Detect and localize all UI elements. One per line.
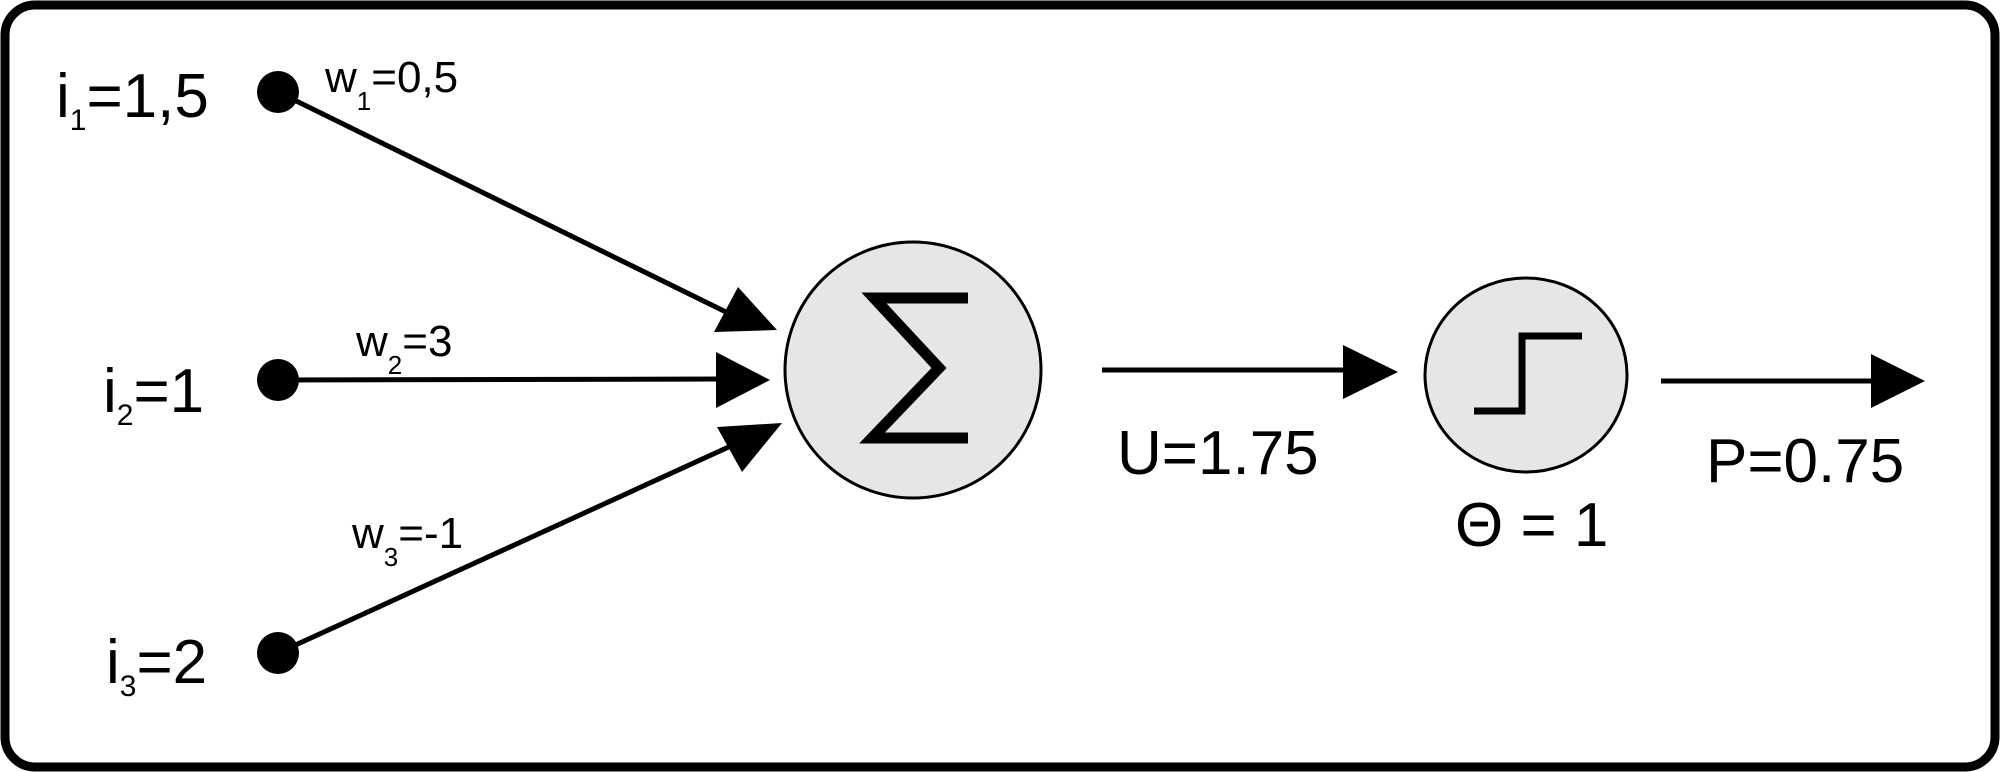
final-output-arrowhead	[1871, 354, 1925, 408]
summation-node	[783, 240, 1043, 500]
final-output-label: P=0.75	[1706, 427, 1904, 496]
weight-1-label: w1=0,5	[324, 53, 458, 116]
input-2: i2=1 w2=3	[103, 317, 770, 432]
input-3-arrowhead	[717, 423, 782, 472]
input-1-arrowhead	[714, 287, 777, 332]
sum-output: U=1.75	[1102, 345, 1398, 488]
final-output: P=0.75	[1661, 354, 1925, 496]
step-function-icon	[1474, 332, 1582, 415]
input-1: i1=1,5 w1=0,5	[56, 53, 777, 332]
input-3-edge	[276, 442, 735, 656]
input-2-label: i2=1	[103, 357, 204, 432]
input-1-edge	[276, 89, 730, 316]
sum-output-arrowhead	[1343, 345, 1398, 399]
activation-node: Θ = 1	[1423, 276, 1629, 560]
weight-3-label: w3=-1	[351, 509, 463, 572]
sum-output-label: U=1.75	[1117, 419, 1319, 488]
activation-circle	[1423, 276, 1629, 474]
input-2-arrowhead	[716, 352, 770, 408]
input-2-edge	[277, 376, 723, 383]
input-3: i3=2 w3=-1	[106, 423, 782, 703]
input-3-label: i3=2	[106, 628, 207, 703]
summation-circle	[783, 240, 1043, 500]
input-1-label: i1=1,5	[56, 62, 209, 137]
threshold-label: Θ = 1	[1455, 491, 1608, 560]
weight-2-label: w2=3	[355, 317, 452, 380]
sigma-icon	[859, 292, 968, 444]
